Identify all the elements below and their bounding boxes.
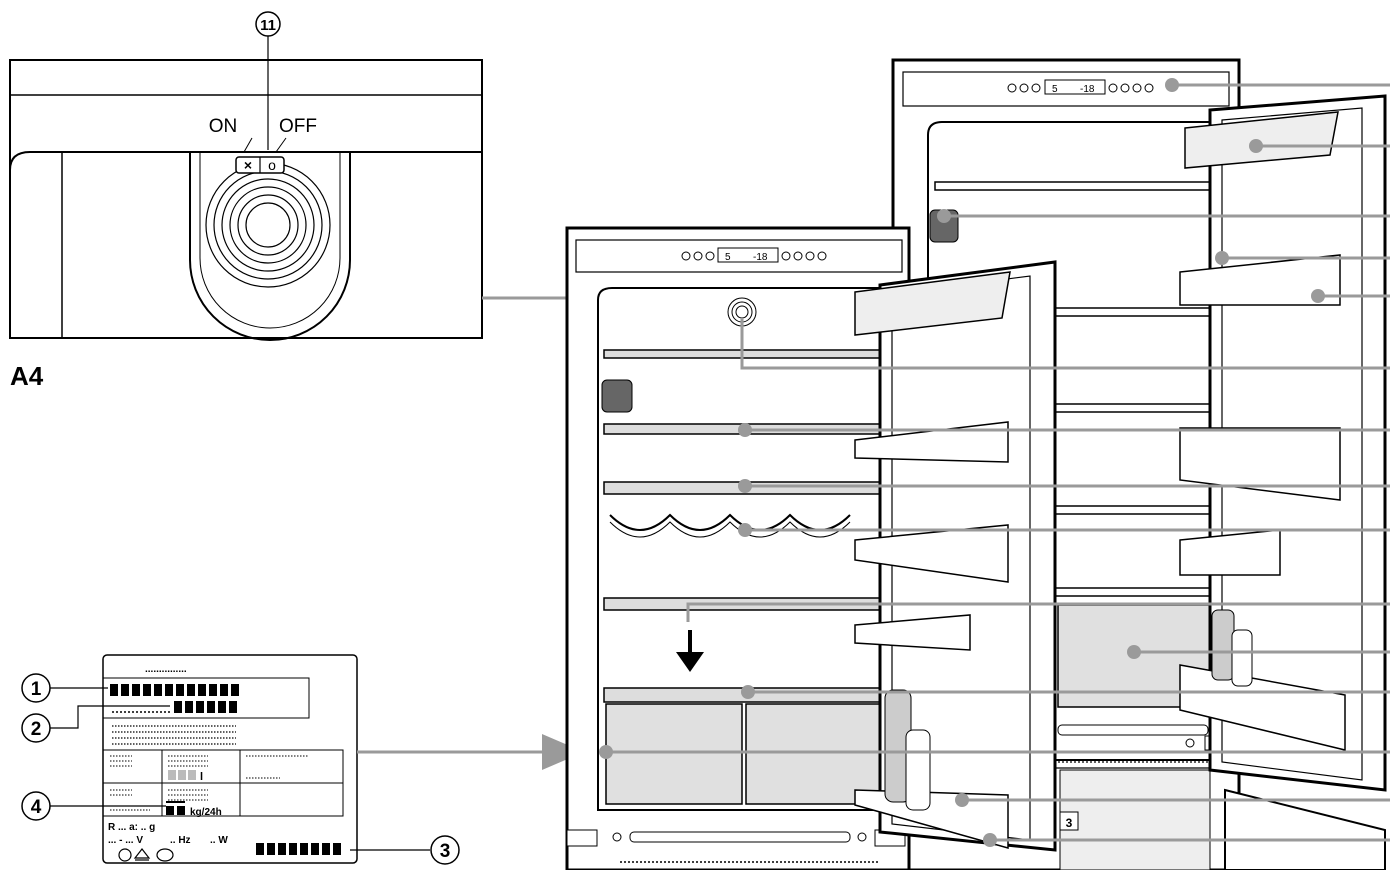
plate-dots-top: ............... <box>145 664 187 675</box>
svg-text:2: 2 <box>31 719 42 740</box>
switch-off-symbol: o <box>268 157 276 173</box>
bottle-icon <box>1211 609 1235 681</box>
plate-watt: .. W <box>210 835 228 846</box>
callout-leaders <box>606 83 1390 842</box>
svg-text:11: 11 <box>260 17 276 34</box>
rear-display-left: 5 <box>1052 84 1058 95</box>
callout-dots <box>599 78 1325 847</box>
svg-text:1: 1 <box>31 679 42 700</box>
callout-3: 3 <box>430 835 460 865</box>
plate-voltage-line: ... - ... V <box>108 835 143 846</box>
switch-on-label: ON <box>209 116 238 137</box>
rear-control-panel <box>1007 79 1154 95</box>
svg-text:3: 3 <box>440 841 451 862</box>
front-control-panel <box>681 247 827 263</box>
section-label-a4: A4 <box>10 361 44 391</box>
plate-refrigerant-line: R ... a: .. g <box>108 822 155 833</box>
plate-serial-bar <box>174 701 237 713</box>
rating-plate: ............... <box>21 654 584 865</box>
front-crisper-right <box>745 703 881 805</box>
svg-text:4: 4 <box>31 797 42 818</box>
plate-model-bar <box>110 684 239 696</box>
callout-1: 1 <box>21 673 51 703</box>
front-crisper-left <box>605 703 743 805</box>
label-3: 3 <box>1066 816 1073 830</box>
plate-symbols-icon <box>118 848 174 862</box>
callout-11: 11 <box>255 11 281 37</box>
fan-switch[interactable]: × o <box>235 156 285 174</box>
rear-display-right: -18 <box>1080 84 1095 95</box>
down-arrow-icon <box>676 652 704 672</box>
callout-4: 4 <box>21 791 51 821</box>
front-display-right: -18 <box>753 252 768 263</box>
switch-off-label: OFF <box>279 116 317 137</box>
rear-shelves <box>934 181 1211 597</box>
bottle-rack <box>609 513 851 531</box>
plate-hz: .. Hz <box>170 835 191 846</box>
plate-bottom-bar <box>256 843 341 855</box>
switch-on-symbol: × <box>244 157 252 173</box>
front-display-left: 5 <box>725 252 731 263</box>
callout-2: 2 <box>21 713 51 743</box>
front-refrigerator: 5 -18 <box>565 226 1057 870</box>
plate-freezer-unit: l <box>200 771 203 783</box>
plate-capacity-unit: kg/24h <box>190 807 222 818</box>
front-light-icon <box>601 379 633 413</box>
plate-callout-leaders <box>50 687 430 851</box>
plate-connector-arrow <box>542 734 584 770</box>
